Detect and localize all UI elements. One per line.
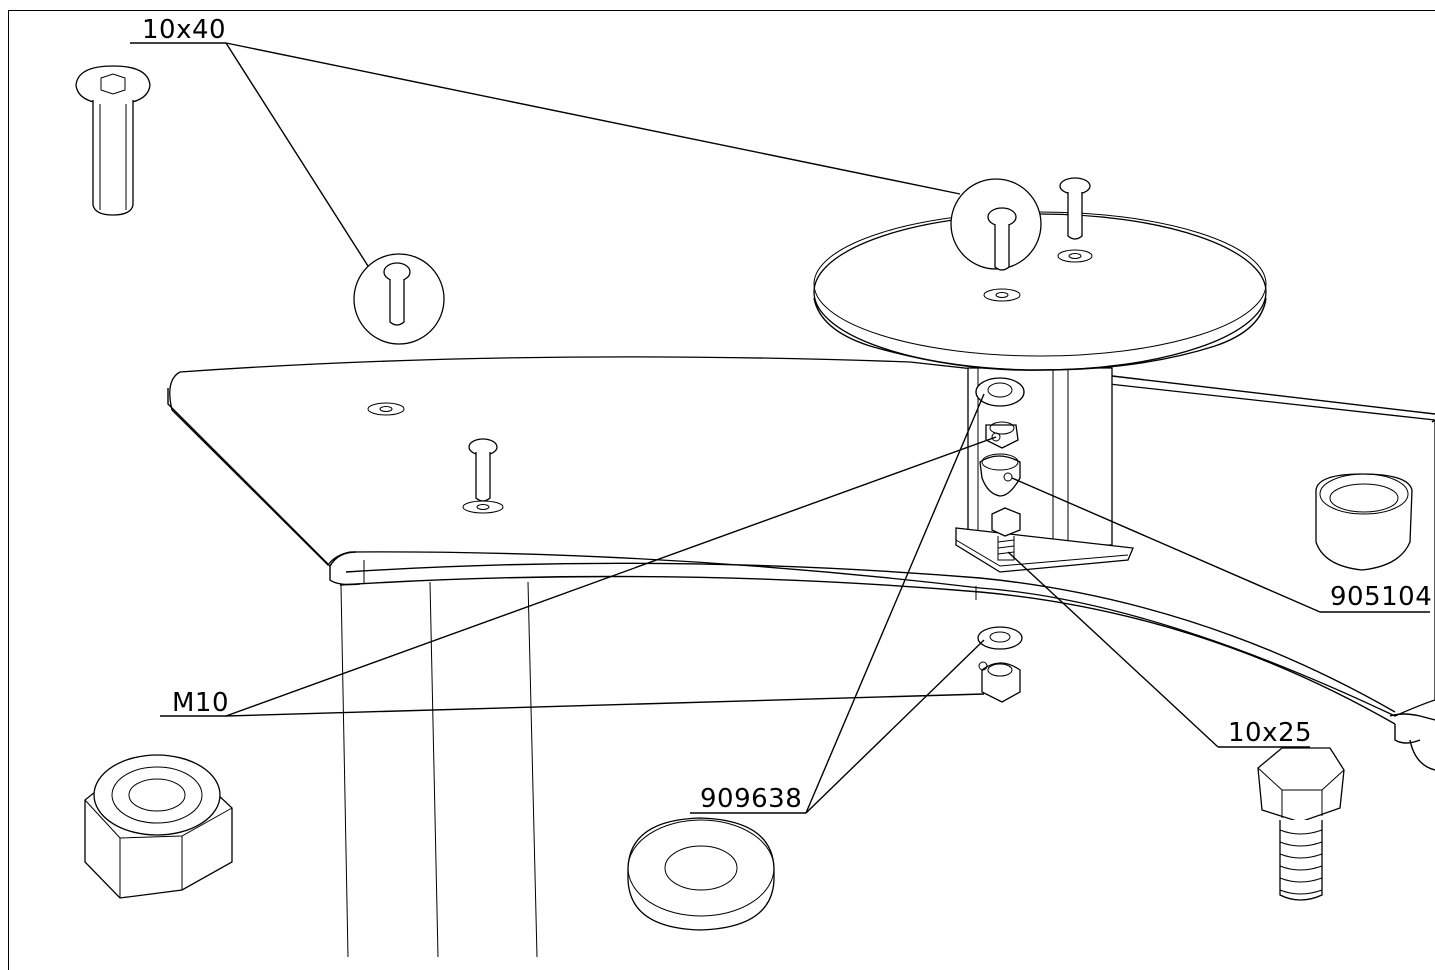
washer-909638-large	[627, 817, 775, 931]
screw-10x40-large	[75, 65, 151, 216]
callout-10x40: 10x40	[142, 15, 226, 45]
column-fasteners	[975, 377, 1025, 561]
part-905104-large	[1315, 473, 1413, 571]
round-top	[367, 211, 1267, 573]
table-legs	[340, 581, 538, 957]
callout-m10: M10	[172, 688, 229, 718]
callout-909638: 909638	[700, 784, 802, 814]
drawing-border	[8, 10, 1435, 970]
nut-m10-large	[84, 754, 233, 899]
callout-905104: 905104	[1330, 582, 1432, 612]
table-top	[167, 356, 1435, 771]
leader-lines	[130, 42, 1430, 814]
bolt-10x25-large	[1257, 747, 1345, 901]
detail-circles	[353, 178, 1042, 345]
callout-10x25: 10x25	[1228, 718, 1312, 748]
screws-small	[462, 177, 1091, 514]
under-table-fasteners	[977, 626, 1023, 703]
